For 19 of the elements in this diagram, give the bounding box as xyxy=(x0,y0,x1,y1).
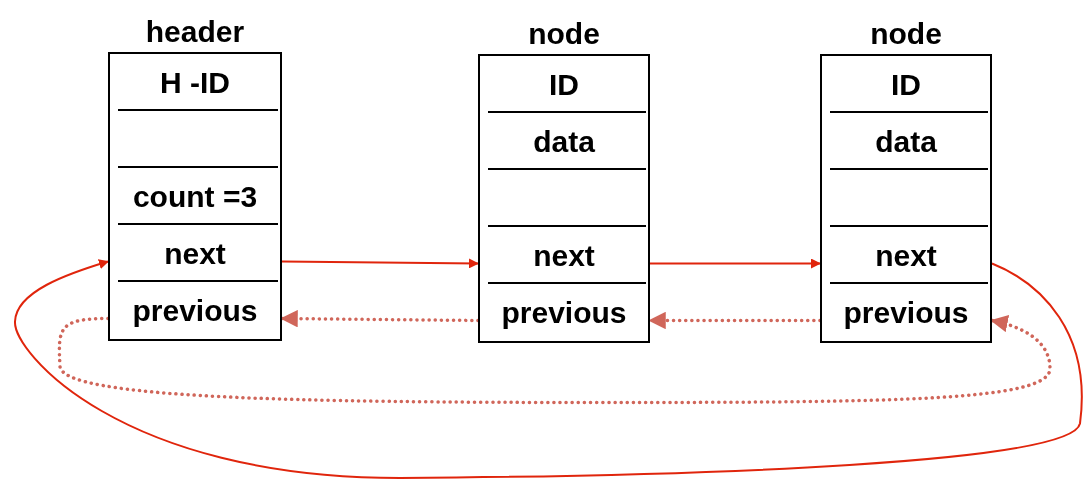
column-title: node xyxy=(869,16,943,52)
arrow xyxy=(281,258,479,269)
arrow xyxy=(57,315,1052,405)
field-text: ID xyxy=(891,67,921,102)
field-text: previous xyxy=(843,295,969,330)
arrow xyxy=(14,259,1083,479)
field-text: data xyxy=(875,124,937,159)
arrow xyxy=(649,258,821,269)
field-text: ID xyxy=(549,67,579,102)
field-text: next xyxy=(533,238,595,273)
field-text: H -ID xyxy=(160,65,230,100)
column-title: header xyxy=(144,14,246,50)
field-text: previous xyxy=(132,293,258,328)
field-text: count =3 xyxy=(132,179,258,214)
field-text: next xyxy=(164,236,226,271)
field-text: data xyxy=(533,124,595,159)
field-text: previous xyxy=(501,295,627,330)
field-text: next xyxy=(875,238,937,273)
column-title: node xyxy=(527,16,601,52)
